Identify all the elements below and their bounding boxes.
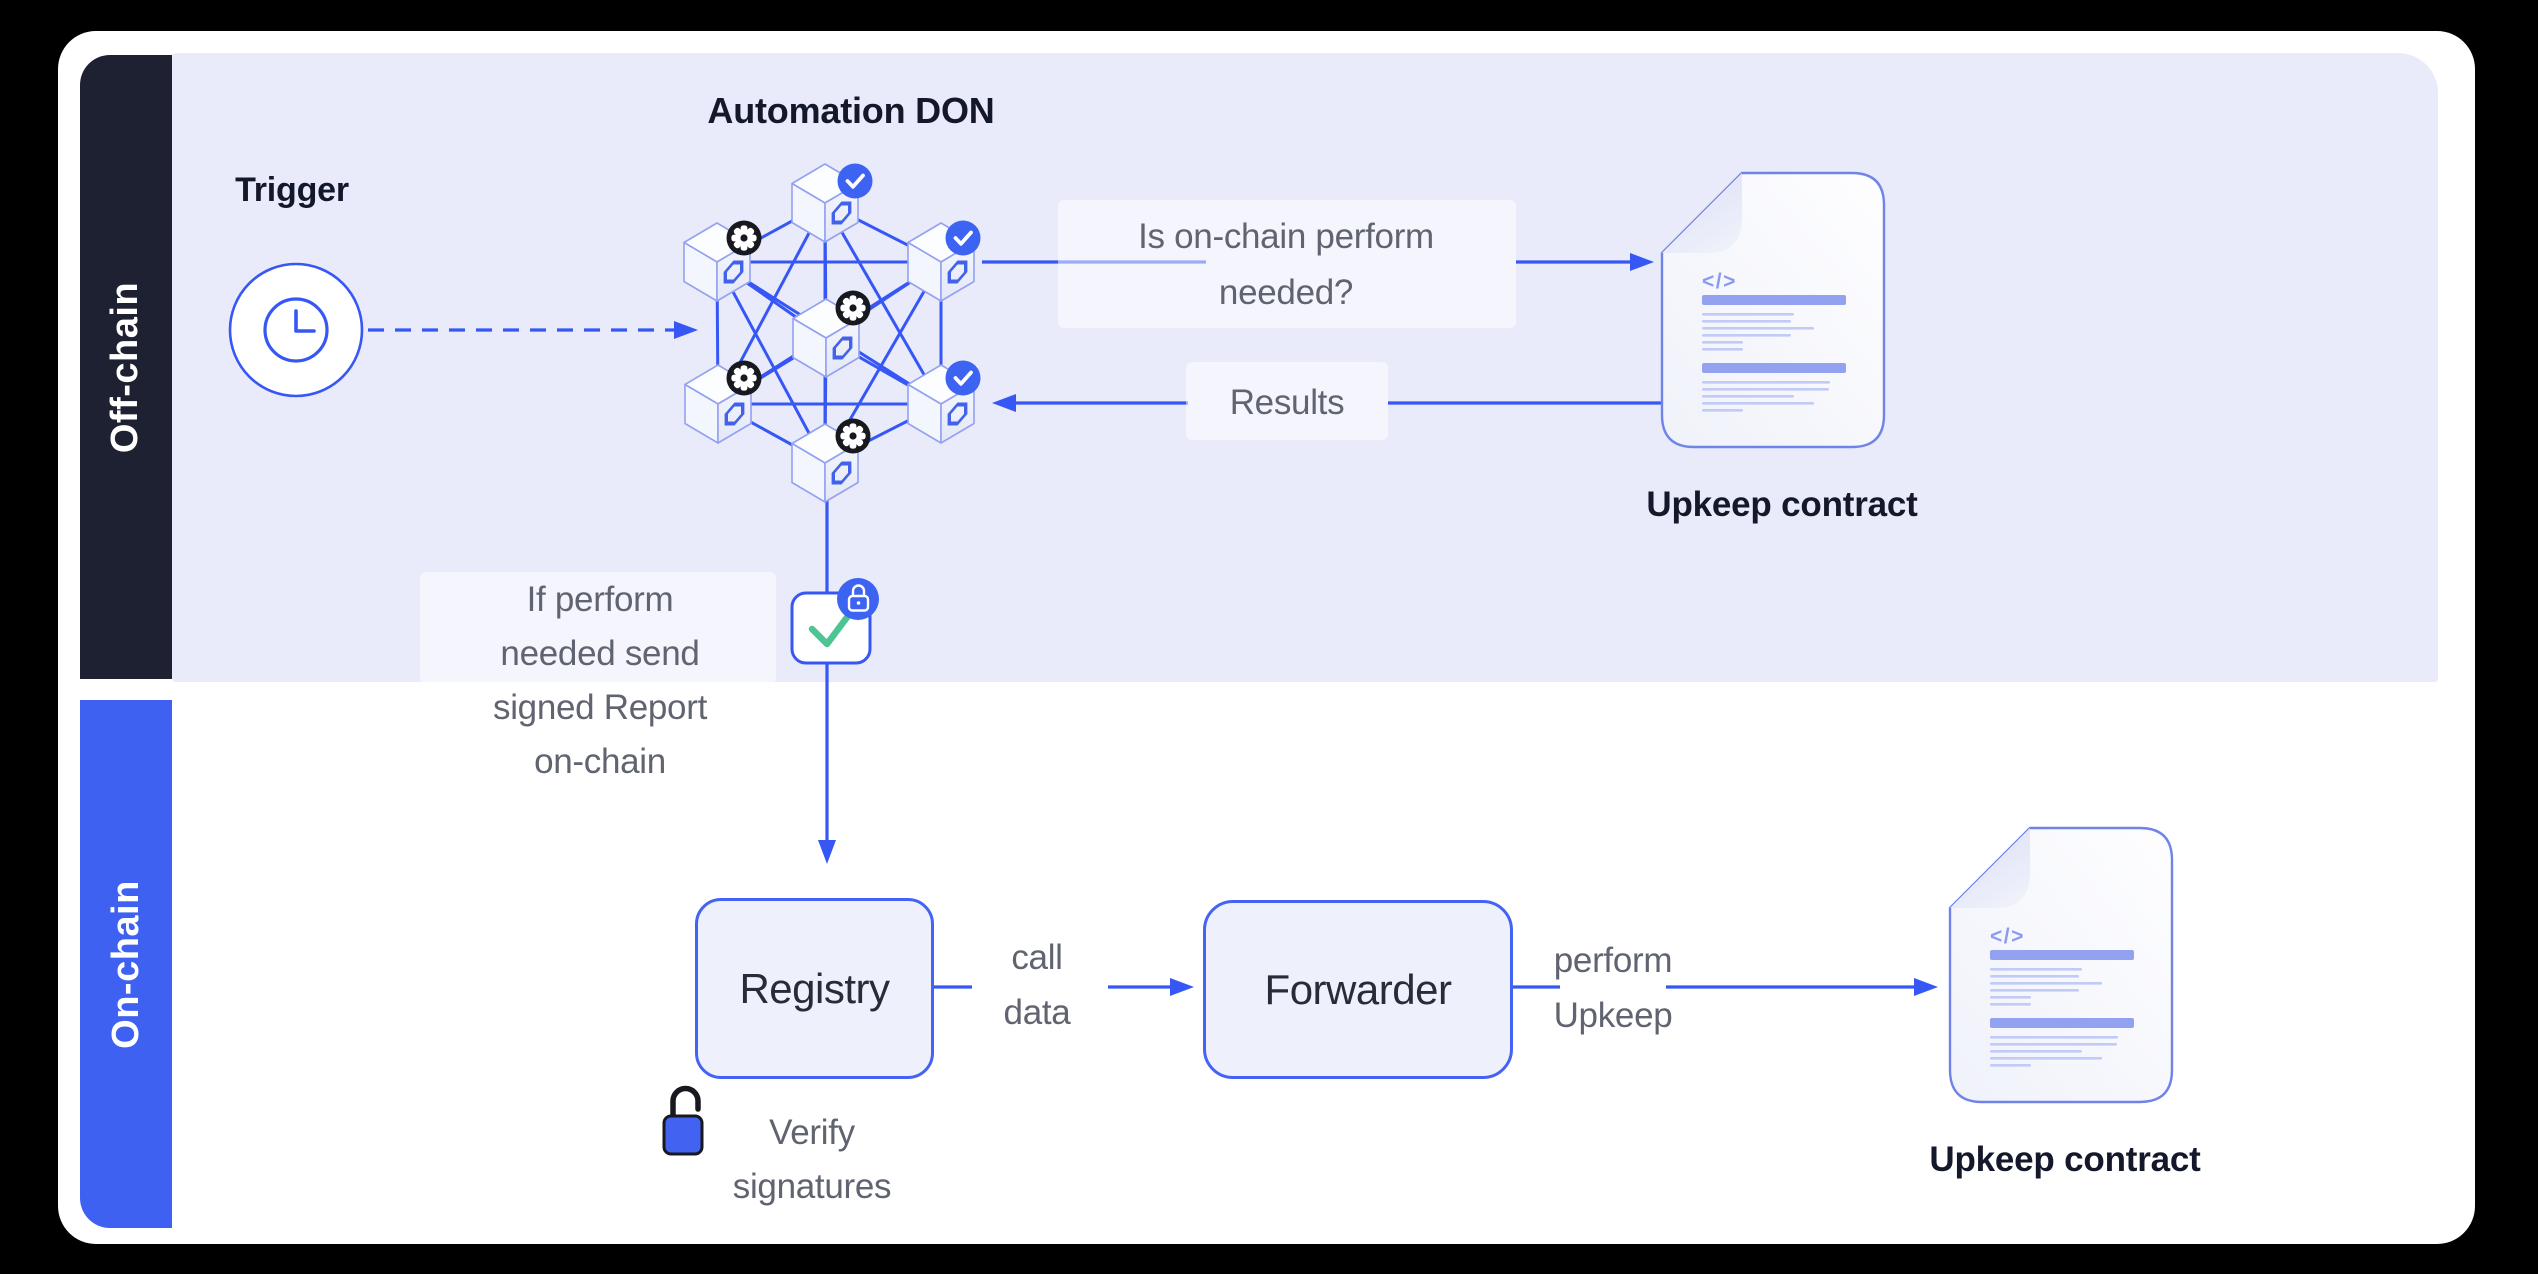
registry-box: Registry	[695, 898, 934, 1079]
check-badge-icon	[835, 161, 875, 201]
verify-line: signatures	[732, 1167, 892, 1206]
gear-badge-icon	[726, 360, 762, 396]
gear-badge-icon	[726, 220, 762, 256]
clock-icon	[228, 262, 364, 398]
code-document-icon	[1948, 826, 2174, 1104]
report-note-line: If perform	[526, 580, 674, 619]
results-label: Results	[1229, 383, 1345, 422]
upkeep-contract-label-bottom: Upkeep contract	[1929, 1140, 2201, 1179]
signed-report-box	[790, 578, 879, 665]
don-title: Automation DON	[707, 90, 995, 131]
lock-badge-icon	[837, 578, 879, 620]
perform-upkeep-label: perform Upkeep	[1554, 933, 1673, 1043]
offchain-band: Off-chain	[80, 55, 172, 679]
report-note-line: on-chain	[534, 742, 666, 781]
report-note-line: signed Report	[492, 688, 708, 727]
gear-badge-icon	[835, 290, 871, 326]
check-badge-icon	[943, 358, 983, 398]
question-line: needed?	[1218, 273, 1354, 312]
onchain-band: On-chain	[80, 700, 172, 1228]
call-data-label: call data	[1004, 930, 1071, 1040]
forwarder-box: Forwarder	[1203, 900, 1513, 1079]
code-icon: </>	[1990, 925, 2025, 948]
report-note-plate	[420, 572, 776, 684]
check-badge-icon	[943, 218, 983, 258]
report-note: If perform needed send signed Report on-…	[493, 573, 707, 789]
question-line: Is on-chain perform	[1138, 217, 1434, 256]
call-data-line: call	[1011, 938, 1063, 977]
don-network	[682, 161, 983, 504]
code-document-icon	[1660, 171, 1886, 449]
trigger-label: Trigger	[235, 171, 349, 209]
don-edge	[823, 202, 943, 405]
open-padlock-icon	[662, 1085, 704, 1156]
forwarder-label: Forwarder	[1264, 965, 1452, 1013]
perform-upkeep-line: Upkeep	[1553, 996, 1673, 1035]
registry-label: Registry	[739, 964, 890, 1012]
code-icon: </>	[1702, 270, 1737, 293]
verify-signatures-label: Verify signatures	[732, 1106, 892, 1214]
results-plate	[1186, 362, 1388, 440]
gear-badge-icon	[835, 418, 871, 454]
don-edge	[715, 261, 827, 464]
report-note-line: needed send	[500, 634, 700, 673]
question-label: Is on-chain perform needed?	[1138, 209, 1434, 321]
verify-line: Verify	[769, 1113, 855, 1152]
check-icon	[808, 612, 852, 648]
perform-upkeep-line: perform	[1553, 941, 1673, 980]
call-data-line: data	[1003, 993, 1071, 1032]
upkeep-contract-label-top: Upkeep contract	[1646, 485, 1918, 524]
question-plate	[1058, 200, 1516, 328]
